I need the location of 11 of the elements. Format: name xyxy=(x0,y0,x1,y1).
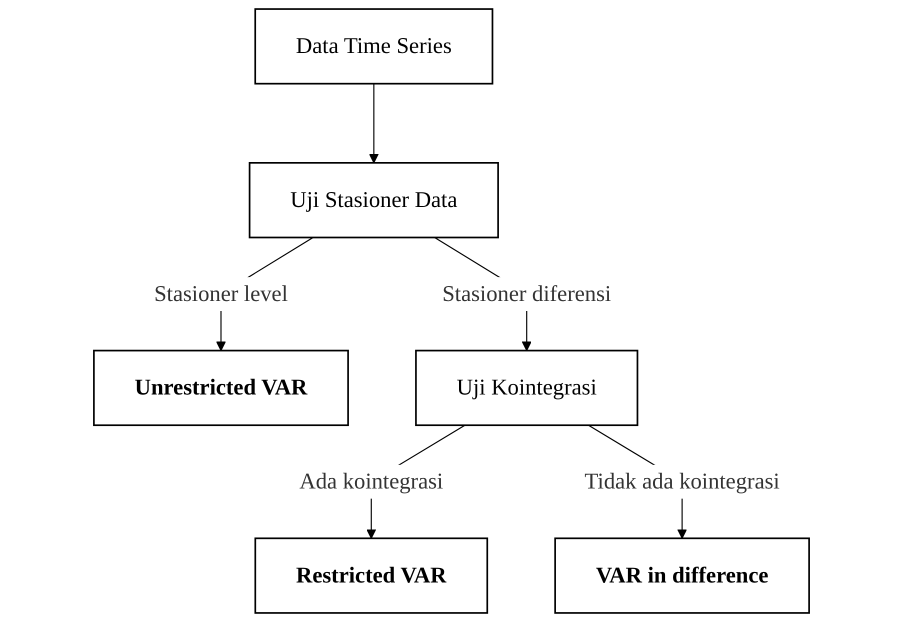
node-box: Data Time Series xyxy=(254,8,494,85)
edge-label: Stasioner diferensi xyxy=(442,282,612,306)
node-box: Uji Kointegrasi xyxy=(415,350,638,426)
edge-label: Tidak ada kointegrasi xyxy=(584,469,780,494)
arrow xyxy=(368,84,379,164)
node-box: Uji Stasioner Data xyxy=(248,162,499,238)
node-box: Unrestricted VAR xyxy=(93,350,349,426)
edge-label: Ada kointegrasi xyxy=(299,469,444,494)
node-box: VAR in difference xyxy=(554,537,810,614)
edge-label: Stasioner level xyxy=(154,282,288,306)
node-box: Restricted VAR xyxy=(254,537,488,614)
